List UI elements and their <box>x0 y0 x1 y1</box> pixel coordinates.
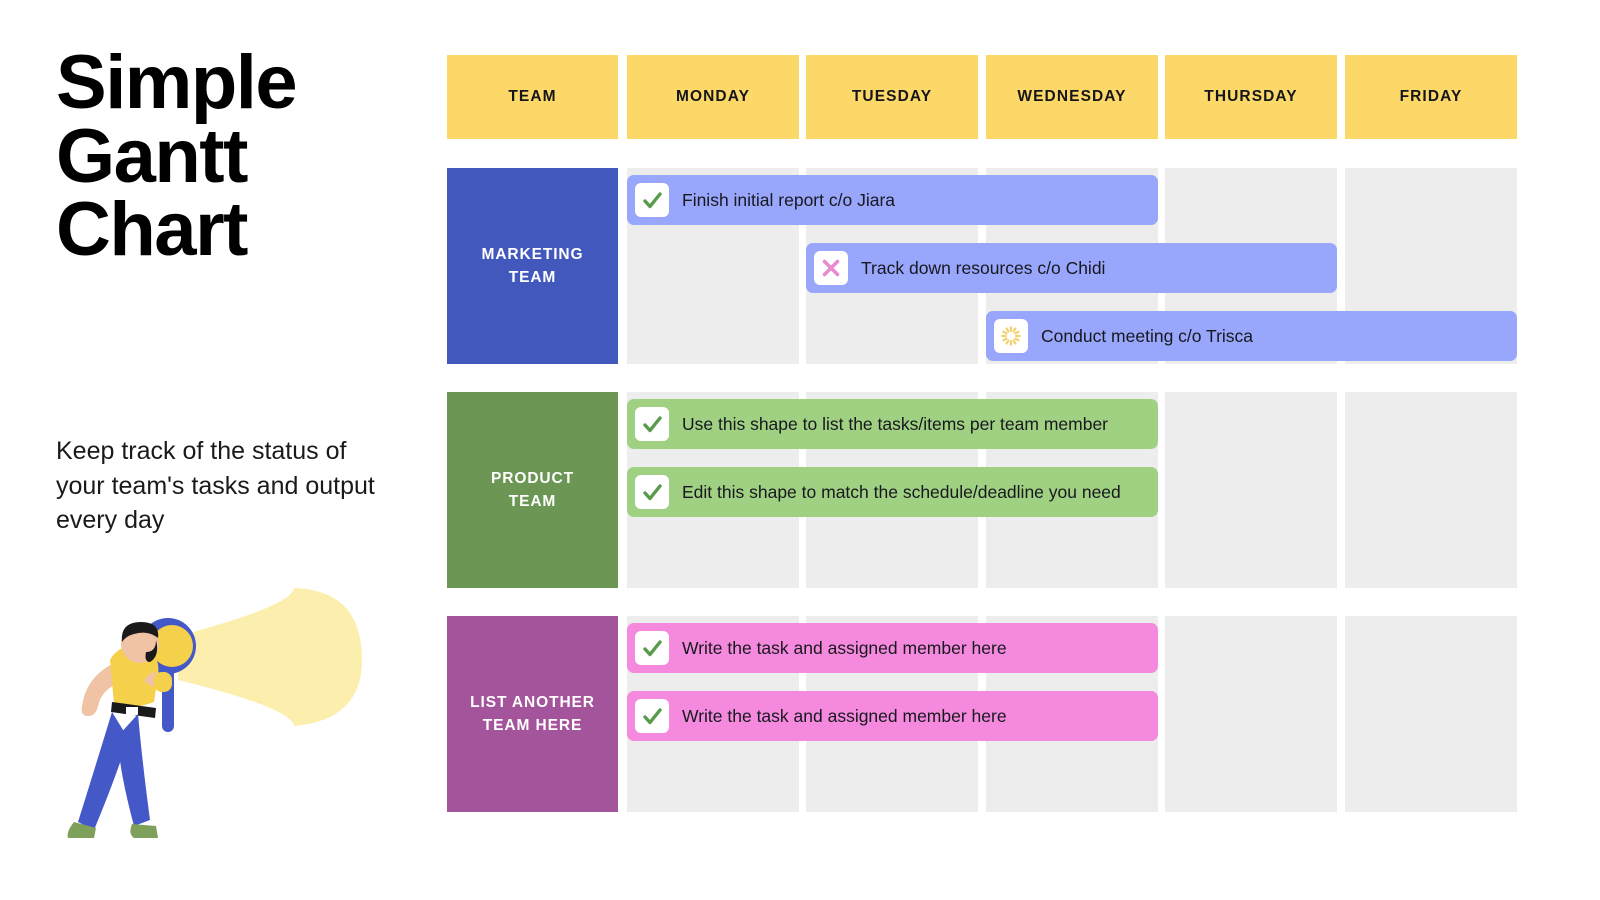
task-bar[interactable]: Write the task and assigned member here <box>627 623 1158 673</box>
spinner-icon[interactable] <box>994 319 1028 353</box>
column-header-friday[interactable]: FRIDAY <box>1345 55 1517 139</box>
task-bar[interactable]: Write the task and assigned member here <box>627 691 1158 741</box>
task-bar[interactable]: Use this shape to list the tasks/items p… <box>627 399 1158 449</box>
page-title: Simple Gantt Chart <box>56 40 298 273</box>
day-cell[interactable] <box>1345 392 1517 588</box>
day-cell[interactable] <box>1345 616 1517 812</box>
task-label: Use this shape to list the tasks/items p… <box>682 413 1108 434</box>
column-header-tuesday[interactable]: TUESDAY <box>806 55 978 139</box>
task-bar[interactable]: Track down resources c/o Chidi <box>806 243 1337 293</box>
task-label: Write the task and assigned member here <box>682 637 1007 658</box>
task-label: Finish initial report c/o Jiara <box>682 189 895 210</box>
task-bar[interactable]: Finish initial report c/o Jiara <box>627 175 1158 225</box>
day-cell[interactable] <box>1165 616 1337 812</box>
task-label: Edit this shape to match the schedule/de… <box>682 481 1121 502</box>
task-label: Conduct meeting c/o Trisca <box>1041 325 1254 346</box>
column-header-team[interactable]: TEAM <box>447 55 618 139</box>
check-icon[interactable] <box>635 407 669 441</box>
task-label: Track down resources c/o Chidi <box>861 257 1106 278</box>
column-header-monday[interactable]: MONDAY <box>627 55 799 139</box>
task-bar[interactable]: Edit this shape to match the schedule/de… <box>627 467 1158 517</box>
column-header-thursday[interactable]: THURSDAY <box>1165 55 1337 139</box>
column-header-wednesday[interactable]: WEDNESDAY <box>986 55 1158 139</box>
intro-panel: Simple Gantt Chart Keep track of the sta… <box>0 0 430 900</box>
check-icon[interactable] <box>635 183 669 217</box>
check-icon[interactable] <box>635 475 669 509</box>
cross-icon[interactable] <box>814 251 848 285</box>
check-icon[interactable] <box>635 631 669 665</box>
task-bar[interactable]: Conduct meeting c/o Trisca <box>986 311 1517 361</box>
page-subtitle: Keep track of the status of your team's … <box>56 437 375 534</box>
day-cell[interactable] <box>1165 392 1337 588</box>
task-label: Write the task and assigned member here <box>682 705 1007 726</box>
check-icon[interactable] <box>635 699 669 733</box>
person-with-magnifying-glass-illustration <box>42 560 372 840</box>
